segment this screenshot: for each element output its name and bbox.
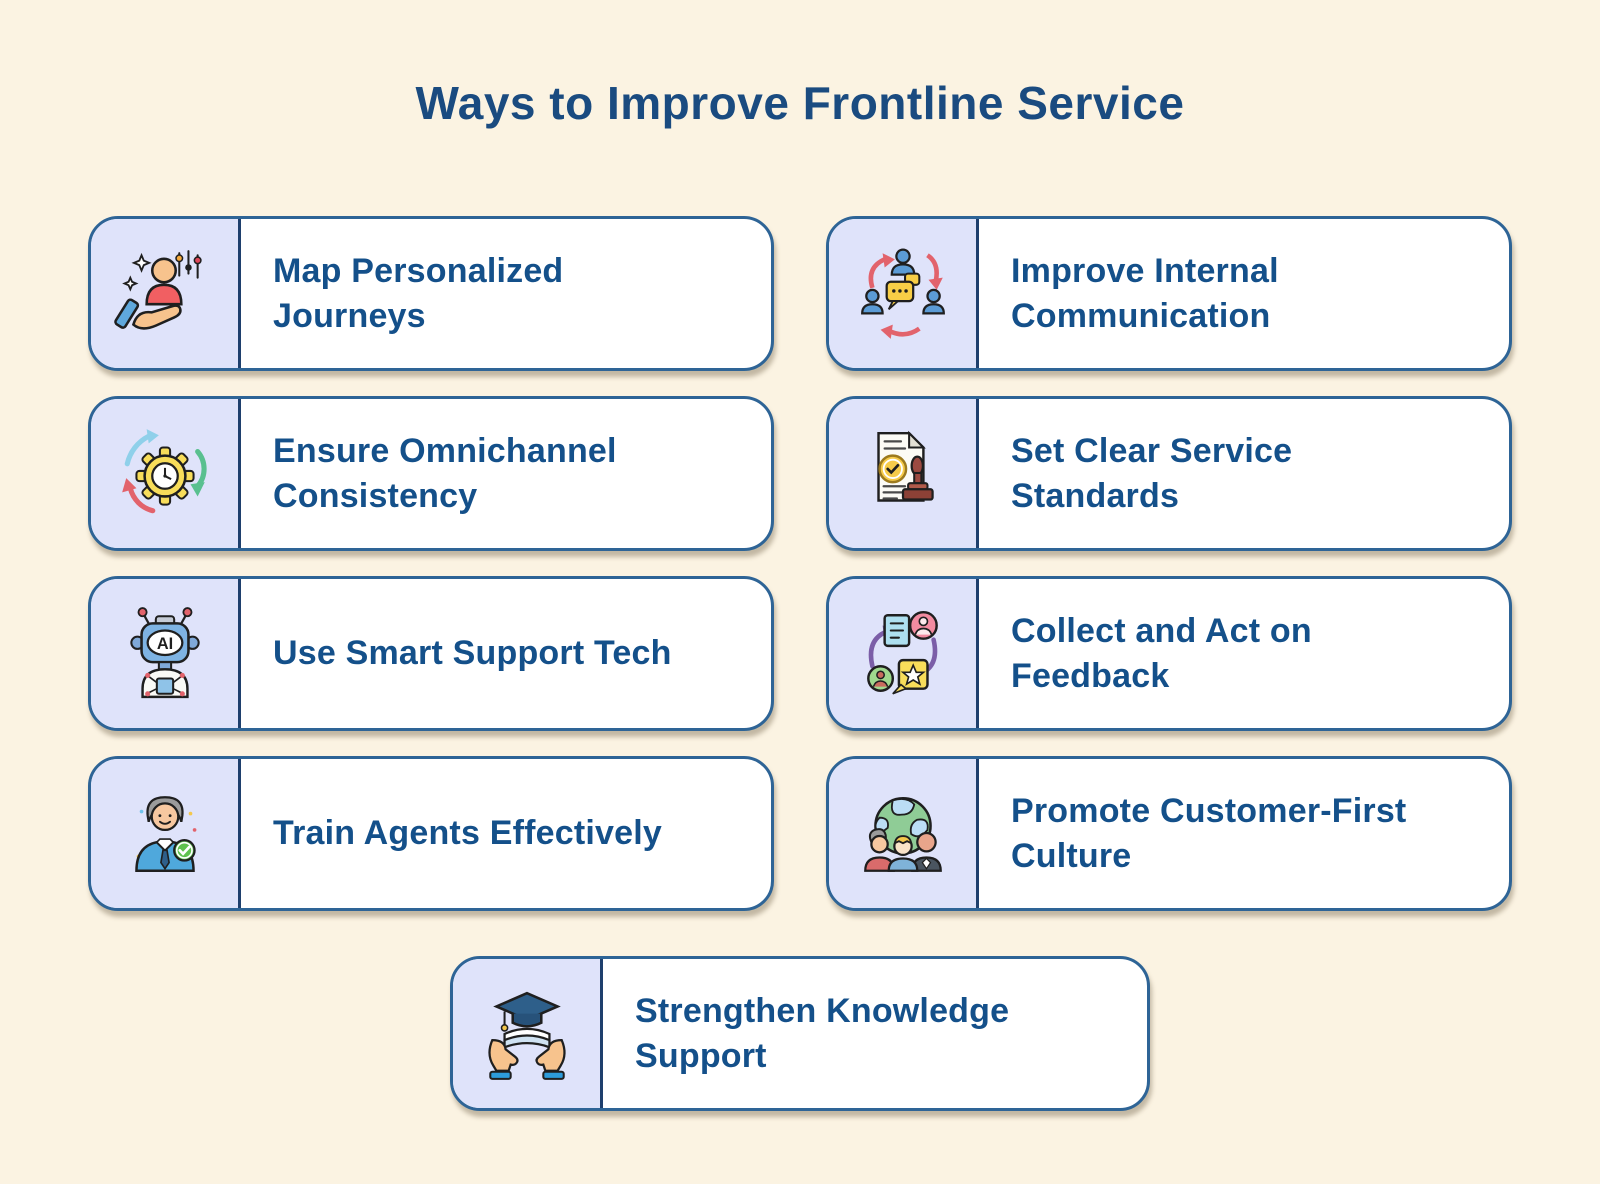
card-label: Set Clear Service Standards — [1011, 432, 1293, 515]
card-map-personalized-journeys: Map Personalized Journeys — [88, 216, 774, 371]
icon-panel — [91, 759, 241, 908]
card-ensure-omnichannel-consistency: Ensure Omnichannel Consistency — [88, 396, 774, 551]
document-stamp-icon — [876, 430, 934, 502]
card-set-clear-service-standards: Set Clear Service Standards — [826, 396, 1512, 551]
gear-clock-sync-icon — [121, 428, 207, 513]
card-improve-internal-communication: Improve Internal Communication — [826, 216, 1512, 371]
card-label: Use Smart Support Tech — [273, 634, 672, 673]
people-chat-icon — [860, 248, 945, 339]
globe-people-icon — [863, 796, 942, 872]
card-label: Collect and Act on Feedback — [1011, 612, 1312, 695]
knowledge-support-icon — [487, 991, 566, 1080]
card-label: Improve Internal Communication — [1011, 252, 1279, 335]
icon-panel — [829, 759, 979, 908]
card-label: Train Agents Effectively — [273, 814, 662, 853]
card-train-agents-effectively: Train Agents Effectively — [88, 756, 774, 911]
card-use-smart-support-tech: AI Use Smart Support Tech — [88, 576, 774, 731]
page-title: Ways to Improve Frontline Service — [415, 77, 1185, 129]
card-collect-and-act-on-feedback: Collect and Act on Feedback — [826, 576, 1512, 731]
card-strengthen-knowledge-support: Strengthen Knowledge Support — [450, 956, 1150, 1111]
icon-panel — [829, 219, 979, 368]
icon-panel — [91, 219, 241, 368]
person-in-hand-icon — [113, 249, 202, 330]
icon-panel — [829, 579, 979, 728]
card-label: Strengthen Knowledge Support — [635, 992, 1010, 1075]
bottom-row: Strengthen Knowledge Support — [0, 956, 1600, 1111]
icon-panel: AI — [91, 579, 241, 728]
icon-panel — [91, 399, 241, 548]
card-grid: Map Personalized Journeys — [88, 216, 1512, 911]
icon-panel — [829, 399, 979, 548]
icon-panel — [453, 959, 603, 1108]
ai-robot-icon: AI — [129, 606, 200, 698]
card-promote-customer-first-culture: Promote Customer-First Culture — [826, 756, 1512, 911]
card-label: Ensure Omnichannel Consistency — [273, 432, 617, 515]
card-label: Map Personalized Journeys — [273, 252, 564, 335]
agent-check-icon — [134, 795, 196, 872]
card-label: Promote Customer-First Culture — [1011, 792, 1407, 875]
ai-label: AI — [156, 634, 172, 652]
feedback-loop-icon — [866, 610, 938, 695]
